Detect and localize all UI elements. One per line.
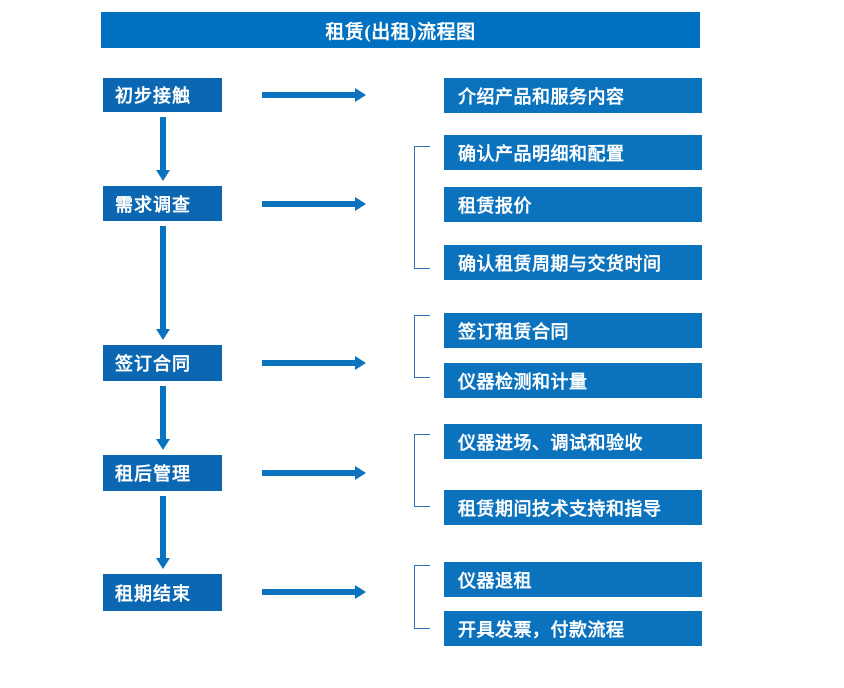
stage-box-3[interactable]: 签订合同 (103, 345, 222, 381)
horizontal-arrow-3 (262, 354, 366, 372)
horizontal-arrow-1 (262, 86, 366, 104)
group-bracket-needs (414, 146, 430, 269)
vertical-arrow-4 (154, 496, 172, 569)
horizontal-arrow-2 (262, 195, 366, 213)
group-bracket-contract (414, 315, 430, 378)
detail-box-7[interactable]: 仪器进场、调试和验收 (444, 424, 702, 459)
stage-box-5[interactable]: 租期结束 (103, 574, 222, 611)
detail-box-10[interactable]: 开具发票，付款流程 (444, 611, 702, 646)
group-bracket-end (414, 565, 430, 629)
detail-box-9[interactable]: 仪器退租 (444, 562, 702, 597)
detail-box-5[interactable]: 签订租赁合同 (444, 313, 702, 348)
detail-box-6[interactable]: 仪器检测和计量 (444, 363, 702, 398)
stage-box-1[interactable]: 初步接触 (103, 78, 222, 112)
vertical-arrow-1 (154, 117, 172, 181)
horizontal-arrow-5 (262, 583, 366, 601)
vertical-arrow-3 (154, 386, 172, 450)
diagram-title: 租赁(出租)流程图 (101, 12, 700, 48)
horizontal-arrow-4 (262, 464, 366, 482)
detail-box-8[interactable]: 租赁期间技术支持和指导 (444, 490, 702, 525)
detail-box-4[interactable]: 确认租赁周期与交货时间 (444, 245, 702, 280)
detail-box-2[interactable]: 确认产品明细和配置 (444, 135, 702, 170)
detail-box-3[interactable]: 租赁报价 (444, 187, 702, 222)
stage-box-4[interactable]: 租后管理 (103, 455, 222, 491)
group-bracket-management (414, 434, 430, 507)
detail-box-1[interactable]: 介绍产品和服务内容 (444, 78, 702, 113)
vertical-arrow-2 (154, 226, 172, 340)
stage-box-2[interactable]: 需求调查 (103, 186, 222, 221)
